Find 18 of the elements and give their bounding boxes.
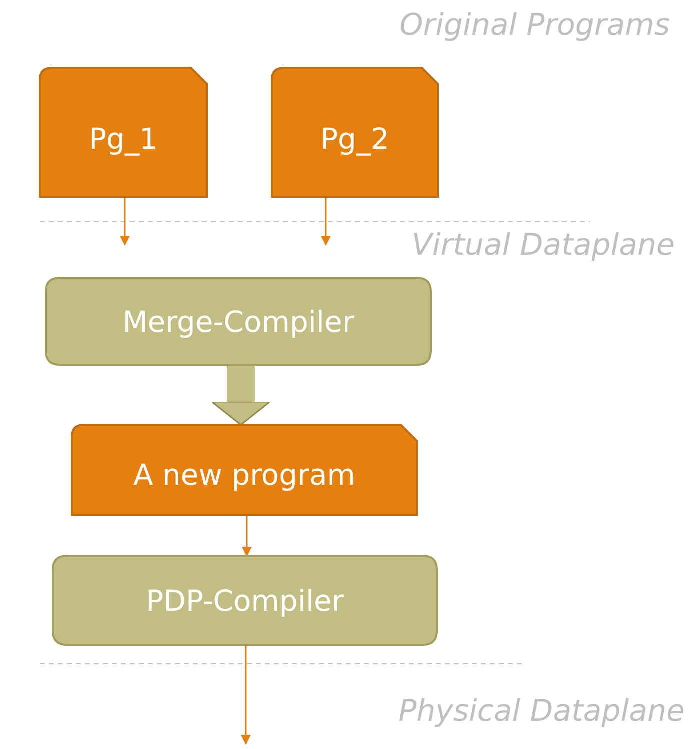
process-box [53, 556, 437, 645]
block-arrow [211, 365, 271, 426]
node-label: Merge-Compiler [122, 304, 356, 338]
document-shape [272, 68, 438, 197]
layer-label: Original Programs [400, 8, 670, 43]
arrow [321, 197, 331, 246]
arrow [120, 197, 130, 246]
node-label: Pg_2 [320, 122, 390, 156]
layer-label: Physical Dataplane [398, 694, 685, 729]
document-shape [72, 425, 417, 515]
arrow [241, 645, 251, 745]
layer-label: Virtual Dataplane [412, 228, 675, 263]
node-label: A new program [132, 458, 356, 492]
node-label: PDP-Compiler [145, 584, 345, 618]
process-box [46, 278, 431, 365]
document-shape [40, 68, 207, 197]
node-label: Pg_1 [88, 122, 159, 156]
arrow [242, 515, 252, 557]
